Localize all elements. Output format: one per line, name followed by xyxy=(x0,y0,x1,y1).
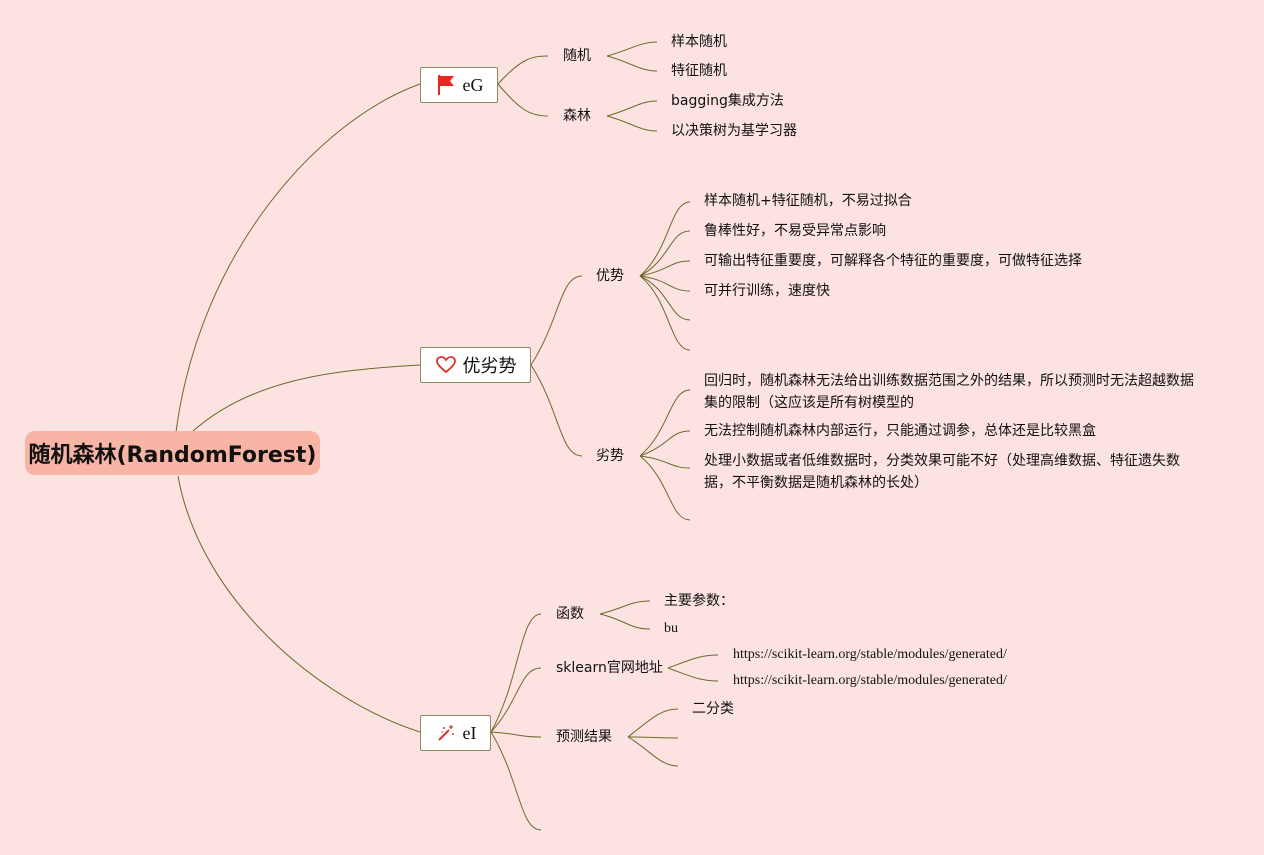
link-pros-leaf1 xyxy=(639,201,691,277)
leaf-pros-4[interactable]: 可并行训练，速度快 xyxy=(704,283,830,299)
topic-eg[interactable]: eG xyxy=(420,67,498,103)
link-forest-leaf1 xyxy=(606,100,658,117)
link-pros-leaf3 xyxy=(639,260,691,277)
leaf-sample-random[interactable]: 样本随机 xyxy=(671,34,727,50)
leaf-sklearn-url-1[interactable]: https://scikit-learn.org/stable/modules/… xyxy=(733,647,1007,662)
link-cons-leaf4 xyxy=(639,455,691,521)
leaf-cons-3[interactable]: 处理小数据或者低维数据时，分类效果可能不好（处理高维数据、特征遗失数据，不平衡数… xyxy=(704,453,1180,491)
link-proscons-pros xyxy=(530,275,583,366)
subtopic-forest-label: 森林 xyxy=(563,108,591,124)
heart-icon xyxy=(435,354,457,376)
subtopic-predict[interactable]: 预测结果 xyxy=(556,726,612,748)
link-ei-func xyxy=(490,613,542,733)
subtopic-pros-label: 优势 xyxy=(596,268,624,284)
red-flag-icon xyxy=(435,74,457,96)
subtopic-predict-label: 预测结果 xyxy=(556,729,612,745)
leaf-pros-1[interactable]: 样本随机+特征随机，不易过拟合 xyxy=(704,193,912,209)
subtopic-random[interactable]: 随机 xyxy=(563,45,591,67)
subtopic-pros[interactable]: 优势 xyxy=(596,265,624,287)
link-random-leaf1 xyxy=(606,41,658,57)
link-pros-leaf6 xyxy=(639,275,691,351)
subtopic-cons[interactable]: 劣势 xyxy=(596,445,624,467)
leaf-pros-3[interactable]: 可输出特征重要度，可解释各个特征的重要度，可做特征选择 xyxy=(704,253,1082,269)
subtopic-function[interactable]: 函数 xyxy=(556,603,584,625)
topic-proscons-label: 优劣势 xyxy=(462,356,517,376)
link-pros-leaf2 xyxy=(639,230,691,277)
leaf-feature-random[interactable]: 特征随机 xyxy=(671,63,727,79)
subtopic-random-label: 随机 xyxy=(563,48,591,64)
link-root-eg xyxy=(175,83,421,433)
leaf-sklearn-url-2[interactable]: https://scikit-learn.org/stable/modules/… xyxy=(733,673,1007,688)
link-ei-predict xyxy=(490,731,542,738)
subtopic-cons-label: 劣势 xyxy=(596,448,624,464)
subtopic-function-label: 函数 xyxy=(556,606,584,622)
link-eg-forest xyxy=(497,83,549,117)
leaf-bu[interactable]: bu xyxy=(664,621,678,636)
link-forest-leaf2 xyxy=(606,115,658,132)
link-ei-extra xyxy=(490,731,542,831)
link-sklearn-leaf1 xyxy=(667,654,719,669)
subtopic-forest[interactable]: 森林 xyxy=(563,105,591,127)
leaf-binary-classification[interactable]: 二分类 xyxy=(692,701,734,717)
leaf-cons-2[interactable]: 无法控制随机森林内部运行，只能通过调参，总体还是比较黑盒 xyxy=(704,423,1096,439)
link-func-leaf1 xyxy=(599,600,651,615)
topic-eg-label: eG xyxy=(462,74,484,95)
link-pros-leaf5 xyxy=(639,275,691,321)
link-predict-leaf3 xyxy=(627,736,679,767)
root-label: 随机森林(RandomForest) xyxy=(28,443,317,468)
leaf-decision-tree[interactable]: 以决策树为基学习器 xyxy=(671,123,797,139)
leaf-main-params[interactable]: 主要参数： xyxy=(664,593,734,609)
link-cons-leaf1 xyxy=(639,389,691,457)
link-pros-leaf4 xyxy=(639,275,691,292)
link-cons-leaf2 xyxy=(639,430,691,457)
link-ei-sklearn xyxy=(490,667,542,733)
topic-ei-label: eI xyxy=(462,722,477,743)
link-random-leaf2 xyxy=(606,55,658,72)
link-root-ei xyxy=(177,475,421,733)
topic-ei[interactable]: eI xyxy=(420,715,491,751)
root-node[interactable]: 随机森林(RandomForest) xyxy=(25,431,320,475)
magic-wand-icon xyxy=(435,722,457,744)
topic-proscons[interactable]: 优劣势 xyxy=(420,347,531,383)
link-proscons-cons xyxy=(530,364,583,457)
leaf-pros-2[interactable]: 鲁棒性好，不易受异常点影响 xyxy=(704,223,886,239)
link-predict-leaf2 xyxy=(627,736,679,739)
link-root-proscons xyxy=(191,364,421,433)
subtopic-sklearn[interactable]: sklearn官网地址 xyxy=(556,657,663,679)
link-predict-leaf1 xyxy=(627,708,679,738)
leaf-bagging[interactable]: bagging集成方法 xyxy=(671,93,784,109)
link-eg-random xyxy=(497,55,549,85)
leaf-cons-1[interactable]: 回归时，随机森林无法给出训练数据范围之外的结果，所以预测时无法超越数据集的限制（… xyxy=(704,373,1194,411)
link-cons-leaf3 xyxy=(639,455,691,469)
link-func-leaf2 xyxy=(599,613,651,630)
link-sklearn-leaf2 xyxy=(667,667,719,682)
subtopic-sklearn-label: sklearn官网地址 xyxy=(556,660,663,676)
